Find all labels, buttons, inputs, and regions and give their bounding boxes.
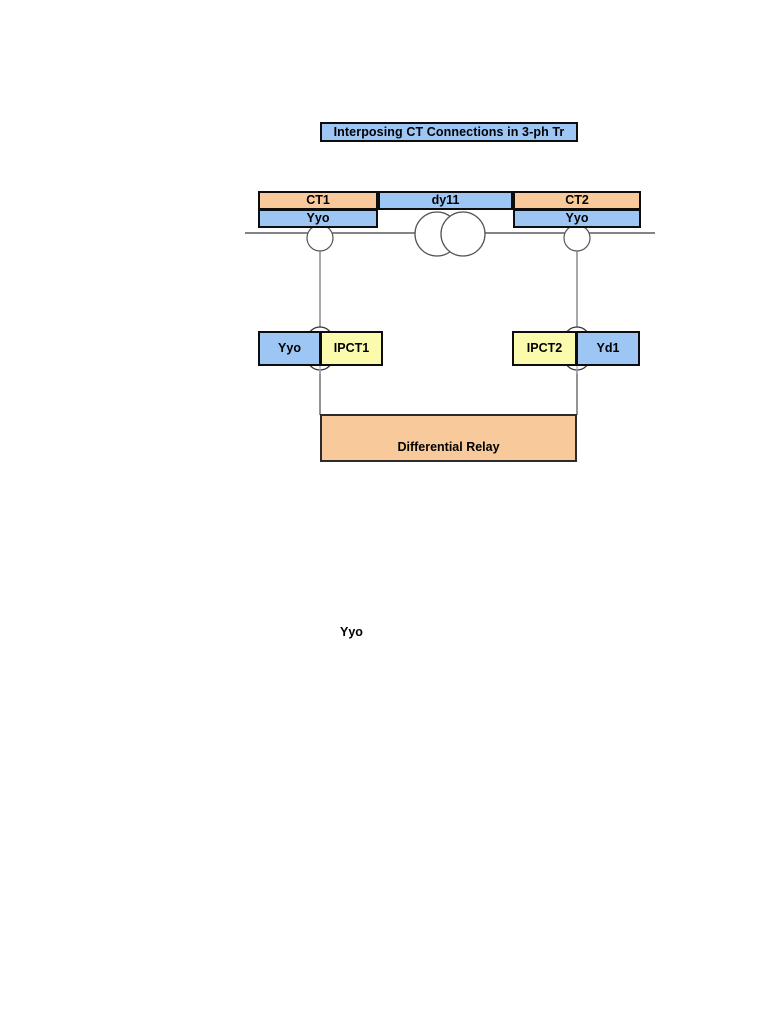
ct1-ring-icon [306,224,334,252]
differential-relay-label: Differential Relay [397,440,500,454]
ct2-block: CT2 [513,191,641,210]
differential-relay-block: Differential Relay [320,414,577,462]
ipct2-block: IPCT2 [512,331,577,366]
ct2-label: CT2 [565,193,589,208]
ipct1-block: IPCT1 [320,331,383,366]
ct2-vector-group-block: Yyo [513,209,641,228]
transformer-winding-secondary-circle [440,211,486,257]
ct1-vector-group-block: Yyo [258,209,378,228]
ipct1-input-vector-group-label: Yyo [278,341,301,356]
transformer-vector-group-label: dy11 [431,193,460,208]
ct1-label: CT1 [306,193,330,208]
transformer-vector-group-block: dy11 [378,191,513,210]
ct1-block: CT1 [258,191,378,210]
ct1-vector-group-label: Yyo [306,211,330,226]
ct2-ring-icon [563,224,591,252]
ipct2-output-vector-group-block: Yd1 [576,331,640,366]
ipct2-output-vector-group-label: Yd1 [596,341,620,356]
ipct1-label: IPCT1 [333,341,370,356]
loose-vector-group-label: Yyo [340,625,363,639]
diagram-title-banner: Interposing CT Connections in 3-ph Tr [320,122,578,142]
ipct2-label: IPCT2 [526,341,563,356]
page-title: Interposing CT Connections in 3-ph Tr [333,125,565,139]
ct2-vector-group-label: Yyo [565,211,589,226]
transformer-winding-primary-circle [414,211,460,257]
ipct1-input-vector-group-block: Yyo [258,331,321,366]
